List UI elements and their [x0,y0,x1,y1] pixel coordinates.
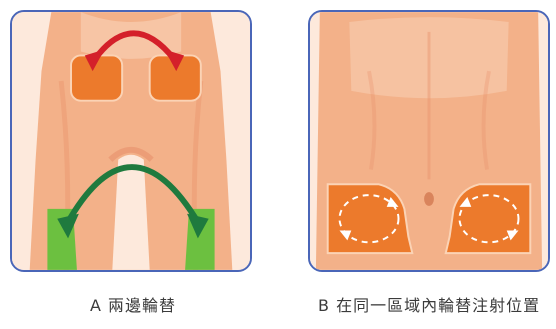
abdomen-illustration [310,12,548,270]
diagram-panel-b [308,10,550,272]
navel [424,192,434,206]
diagram-panel-a [10,10,252,272]
caption-b: B 在同一區域內輪替注射位置 [318,292,540,316]
caption-a: A 兩邊輪替 [90,292,176,316]
thigh-illustration [12,12,250,270]
